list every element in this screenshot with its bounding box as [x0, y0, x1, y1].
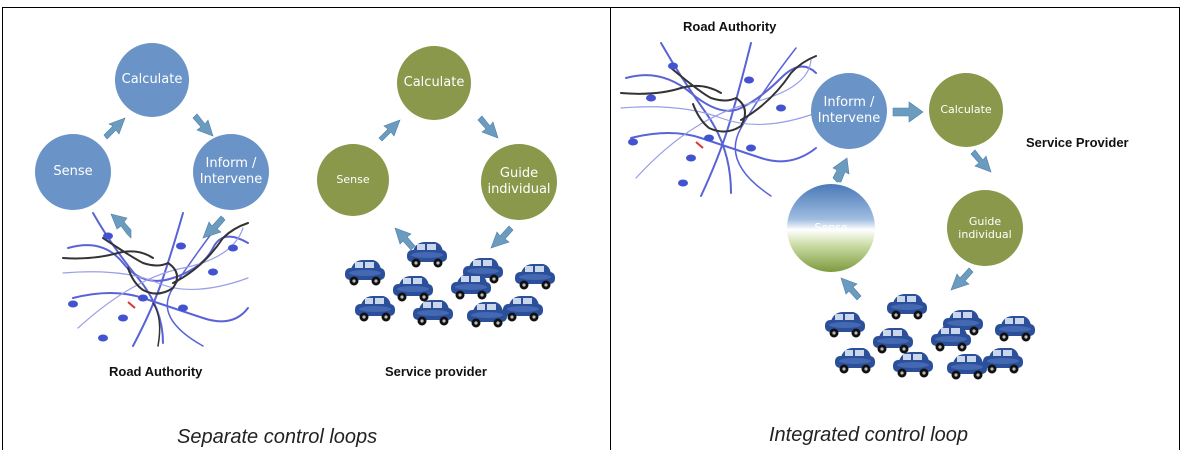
ra-inform-line2: Intervene — [199, 172, 263, 187]
ra-inform-text: Inform / Intervene — [200, 156, 262, 187]
sp-guide-node: Guide individual — [481, 144, 557, 220]
sp-guide-line1: Guide — [499, 166, 539, 182]
arrow-icon — [394, 227, 416, 251]
sp-guide-line2: individual — [487, 182, 551, 197]
road-map-image — [620, 42, 817, 197]
separate-control-loops-panel: Calculate Sense Inform / Intervene Calcu… — [3, 8, 610, 450]
separate-caption: Separate control loops — [177, 426, 378, 448]
int-inform-node: Inform / Intervene — [811, 73, 887, 149]
sp-calculate-node: Calculate — [397, 46, 471, 120]
arrow-icon — [950, 267, 974, 291]
integrated-road-authority-label: Road Authority — [683, 19, 777, 34]
arrow-icon — [477, 115, 499, 139]
ra-inform-node: Inform / Intervene — [193, 134, 269, 210]
int-sense-node: Sense — [787, 184, 875, 272]
car-icon — [947, 354, 987, 380]
sp-guide-text: Guide individual — [487, 166, 550, 197]
ra-sense-label: Sense — [53, 164, 93, 180]
car-icon — [873, 328, 913, 354]
int-sense-label: Sense — [814, 221, 848, 235]
int-guide-text: Guide individual — [958, 215, 1011, 241]
sp-sense-node: Sense — [317, 144, 389, 216]
ra-sense-node: Sense — [35, 134, 111, 210]
car-icon — [467, 302, 507, 328]
car-icon — [451, 274, 491, 300]
int-calculate-node: Calculate — [929, 73, 1003, 147]
arrow-icon — [970, 149, 992, 173]
right-arrows — [832, 101, 992, 301]
car-icon — [413, 300, 453, 326]
int-guide-line1: Guide — [968, 214, 1002, 228]
car-icon — [393, 276, 433, 302]
car-icon — [893, 352, 933, 378]
integrated-caption: Integrated control loop — [769, 424, 969, 446]
arrow-icon — [192, 113, 214, 137]
arrow-icon — [378, 119, 401, 142]
integrated-control-loop-panel: Road Authority Inform / Intervene — [611, 8, 1180, 450]
int-guide-node: Guide individual — [947, 190, 1023, 266]
cars-group — [825, 294, 1035, 380]
car-icon — [983, 348, 1023, 374]
ra-inform-line1: Inform / — [205, 156, 257, 172]
arrow-icon — [840, 277, 862, 301]
car-icon — [345, 260, 385, 286]
int-inform-line2: Intervene — [817, 111, 881, 126]
arrow-icon — [110, 213, 132, 239]
car-icon — [407, 242, 447, 268]
road-map-image — [62, 212, 249, 347]
car-icon — [995, 316, 1035, 342]
car-icon — [931, 326, 971, 352]
car-icon — [835, 348, 875, 374]
arrow-icon — [103, 117, 126, 140]
arrow-icon — [892, 101, 924, 123]
road-authority-label: Road Authority — [109, 364, 203, 379]
ra-calculate-label: Calculate — [121, 72, 183, 88]
arrow-icon — [490, 225, 514, 249]
int-guide-line2: individual — [958, 228, 1012, 241]
car-icon — [825, 312, 865, 338]
panel-divider — [610, 7, 611, 450]
figure-frame — [2, 7, 1180, 450]
cars-group — [345, 242, 555, 328]
sp-sense-label: Sense — [336, 173, 370, 187]
int-inform-line1: Inform / — [823, 95, 875, 111]
integrated-service-provider-label: Service Provider — [1026, 135, 1129, 150]
car-icon — [503, 296, 543, 322]
sp-calculate-label: Calculate — [403, 75, 465, 91]
car-icon — [355, 296, 395, 322]
car-icon — [515, 264, 555, 290]
int-inform-text: Inform / Intervene — [818, 95, 880, 126]
left-arrows — [103, 113, 514, 251]
ra-calculate-node: Calculate — [115, 43, 189, 117]
arrow-icon — [202, 215, 226, 239]
arrow-icon — [832, 157, 850, 183]
int-calculate-label: Calculate — [940, 103, 992, 117]
service-provider-label: Service provider — [385, 364, 487, 379]
car-icon — [887, 294, 927, 320]
